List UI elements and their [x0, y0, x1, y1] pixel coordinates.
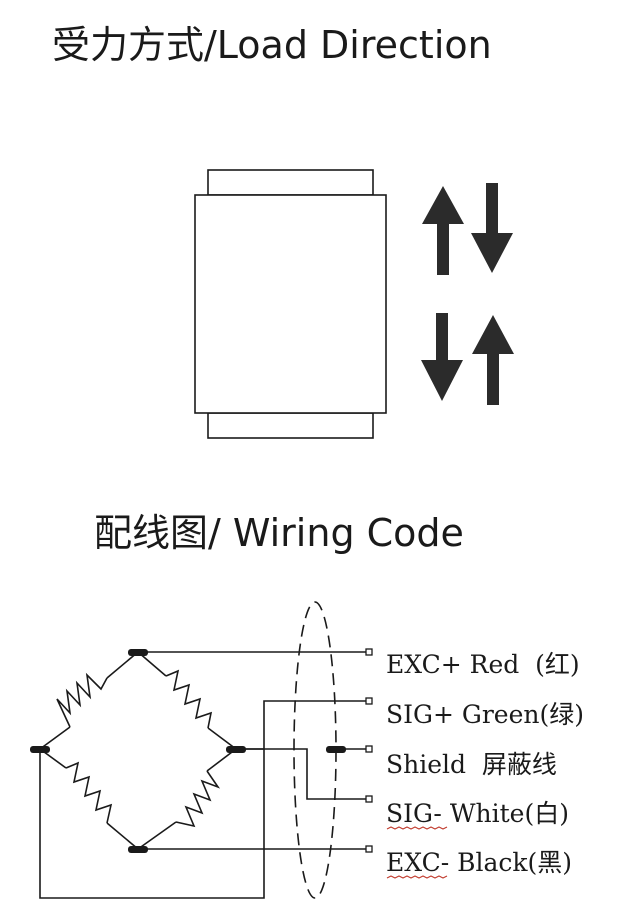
terminal [365, 697, 373, 705]
resistor [175, 770, 221, 828]
load-cell-body [194, 194, 387, 414]
terminal-label-exc-plus: EXC+ Red (红) [386, 650, 580, 679]
terminal [365, 648, 373, 656]
terminal-label-shield: Shield 屏蔽线 [386, 750, 557, 779]
squiggle [386, 875, 448, 879]
wire-return [39, 749, 265, 899]
bridge-nodes [30, 649, 346, 853]
cable-shield-ellipse [293, 601, 337, 899]
wheatstone-bridge [39, 651, 237, 850]
terminal-label-sig-plus: SIG+ Green(绿) [386, 700, 584, 729]
wire-sig-minus [246, 748, 366, 800]
load-direction-title: 受力方式/Load Direction [52, 23, 492, 67]
terminal-markers [365, 648, 373, 853]
terminal-label-sig-minus: SIG- White(白) [386, 799, 569, 828]
terminal [365, 795, 373, 803]
arrow-down-icon [421, 313, 463, 401]
terminal-label-exc-minus: EXC- Black(黑) [386, 848, 572, 877]
wires [39, 651, 366, 899]
wire-sig-plus [236, 700, 366, 750]
wiring-code-title: 配线图/ Wiring Code [94, 511, 464, 555]
arrow-up-icon [422, 186, 464, 275]
resistor [65, 761, 113, 824]
terminal-labels: EXC+ Red (红) SIG+ Green(绿) Shield 屏蔽线 SI… [386, 650, 584, 877]
spellcheck-squiggles [386, 826, 448, 879]
load-cell-drawing [194, 169, 387, 439]
load-cell-bottom-cap [207, 412, 374, 439]
direction-arrows [421, 183, 514, 405]
resistor [165, 669, 213, 729]
terminal [365, 745, 373, 753]
arrow-down-icon [471, 183, 513, 273]
resistor [56, 672, 108, 728]
load-cell-top-cap [207, 169, 374, 196]
squiggle [386, 826, 448, 830]
arrow-up-icon [472, 315, 514, 405]
terminal [365, 845, 373, 853]
